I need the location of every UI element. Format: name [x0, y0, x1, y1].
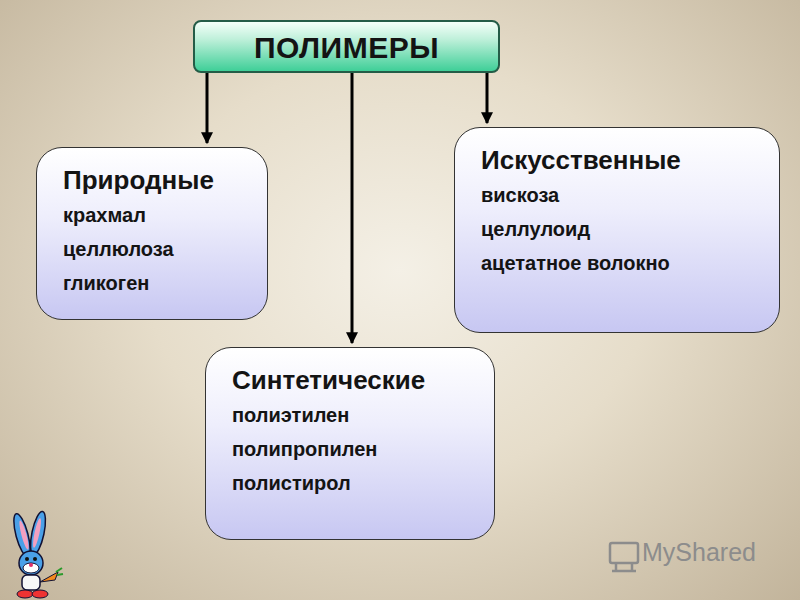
category-box: Синтетическиеполиэтиленполипропиленполис… — [205, 347, 495, 540]
example-item: полипропилен — [232, 432, 482, 466]
example-item: целлюлоза — [63, 232, 255, 266]
arrow-connector — [206, 73, 209, 143]
arrow-connector — [351, 73, 354, 343]
category-heading: Природные — [63, 162, 255, 198]
example-item: вискоза — [481, 178, 767, 212]
example-item: ацетатное волокно — [481, 246, 767, 280]
arrow-connector — [486, 73, 489, 123]
bunny-illustration — [11, 510, 63, 598]
category-heading: Искусственные — [481, 142, 767, 178]
example-item: целлулоид — [481, 212, 767, 246]
example-item: крахмал — [63, 198, 255, 232]
watermark-icon — [610, 543, 638, 571]
category-heading: Синтетические — [232, 362, 482, 398]
example-item: гликоген — [63, 266, 255, 300]
category-box: Природныекрахмалцеллюлозагликоген — [36, 147, 268, 320]
title-box: ПОЛИМЕРЫ — [193, 20, 500, 73]
example-item: полиэтилен — [232, 398, 482, 432]
example-item: полистирол — [232, 466, 482, 500]
category-box: Искусственныевискозацеллулоидацетатное в… — [454, 127, 780, 333]
title-text: ПОЛИМЕРЫ — [195, 31, 498, 65]
watermark: MyShared — [642, 538, 756, 567]
